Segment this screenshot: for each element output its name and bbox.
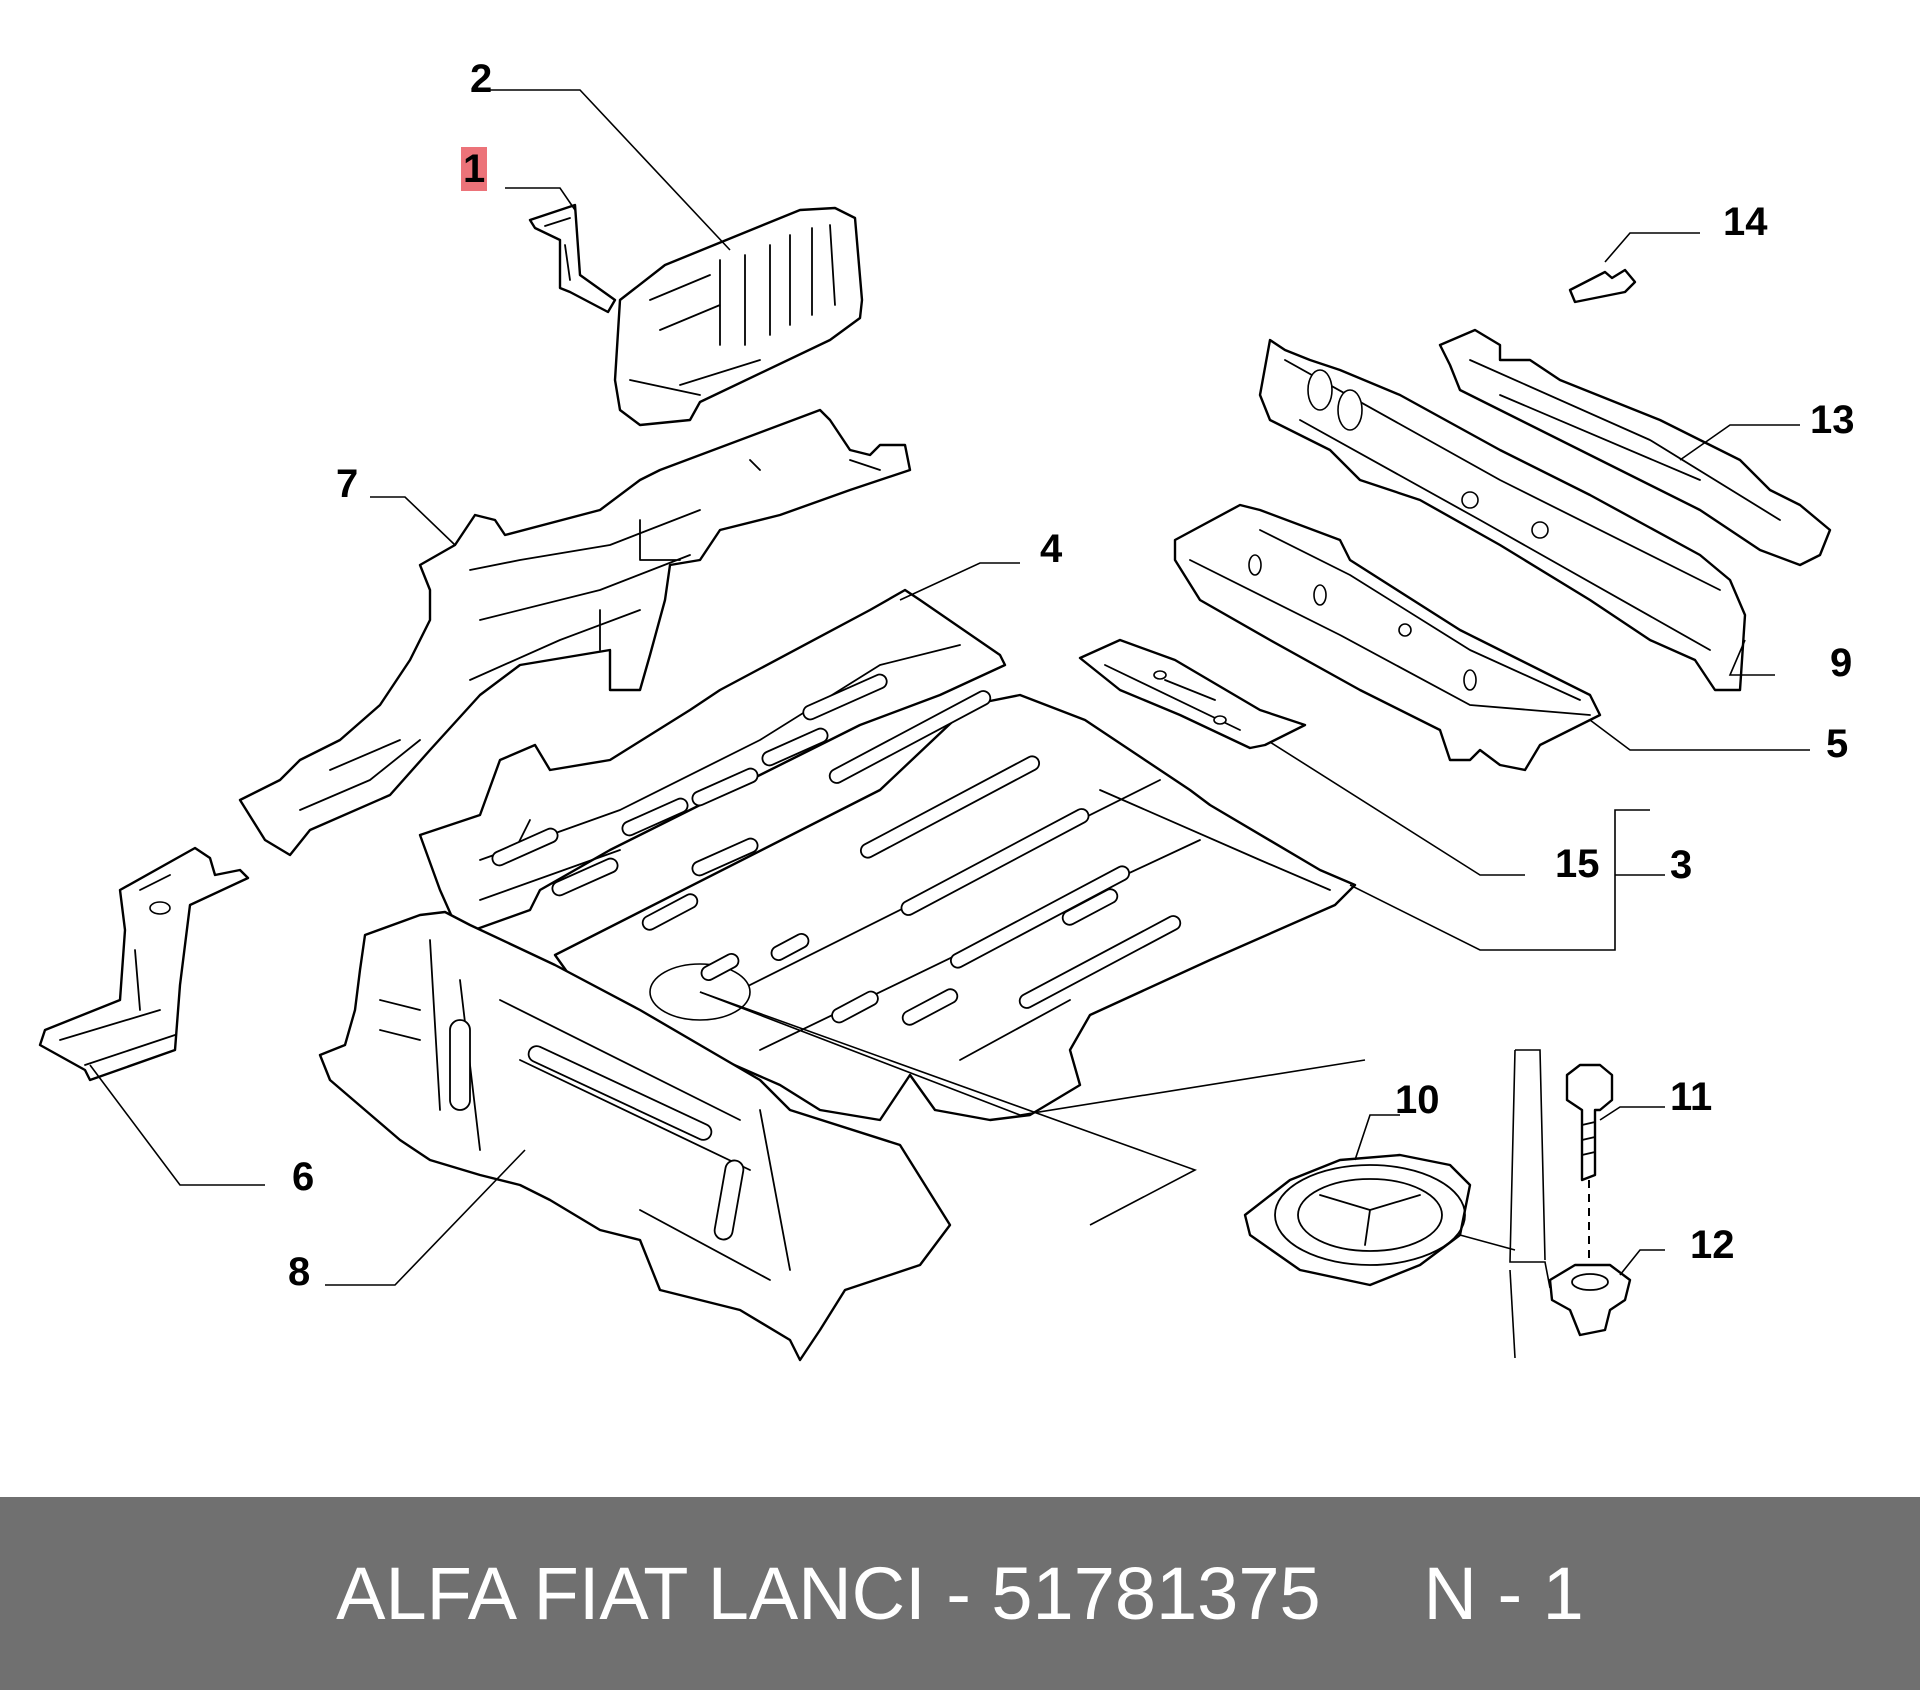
part-9-cross-member[interactable] xyxy=(1258,338,1747,692)
callout-2[interactable]: 2 xyxy=(470,57,493,101)
parts-diagram: 2 1 14 13 7 4 9 5 15 3 11 10 6 12 8 xyxy=(38,57,1855,1362)
part-14-bolt[interactable] xyxy=(1568,268,1637,304)
callout-12[interactable]: 12 xyxy=(1690,1223,1735,1267)
callout-5[interactable]: 5 xyxy=(1826,722,1849,766)
leader-lines xyxy=(89,89,1810,1359)
callout-8[interactable]: 8 xyxy=(288,1250,311,1294)
callout-15[interactable]: 15 xyxy=(1555,842,1600,886)
part-11-bolt[interactable] xyxy=(1565,1063,1614,1182)
part-8-rear-panel[interactable] xyxy=(318,910,952,1362)
callout-1-highlighted[interactable]: 1 xyxy=(461,147,488,191)
part-13-bar[interactable] xyxy=(1438,328,1832,567)
part-4-floor-panel[interactable] xyxy=(418,588,1007,937)
part-6-rail[interactable] xyxy=(38,846,250,1082)
callout-4[interactable]: 4 xyxy=(1040,527,1063,571)
callout-13[interactable]: 13 xyxy=(1810,398,1855,442)
part-7-side-member[interactable] xyxy=(238,408,912,857)
part-12-nut[interactable] xyxy=(1548,1263,1632,1337)
part-1-bracket[interactable] xyxy=(528,203,617,314)
part-10-cover[interactable] xyxy=(1243,1153,1472,1287)
callout-6[interactable]: 6 xyxy=(292,1155,315,1199)
callout-3[interactable]: 3 xyxy=(1670,843,1693,887)
callout-9[interactable]: 9 xyxy=(1830,641,1853,685)
callout-14[interactable]: 14 xyxy=(1723,200,1768,244)
part-5-cross-member[interactable] xyxy=(1173,503,1602,772)
callout-11[interactable]: 11 xyxy=(1670,1075,1713,1119)
callout-10[interactable]: 10 xyxy=(1395,1078,1440,1122)
part-2-panel[interactable] xyxy=(613,206,864,427)
footer-bar: ALFA FIAT LANCI - 51781375 N - 1 xyxy=(0,1497,1920,1690)
footer-caption: ALFA FIAT LANCI - 51781375 N - 1 xyxy=(336,1552,1584,1635)
callout-7[interactable]: 7 xyxy=(336,462,359,506)
part-15-plate[interactable] xyxy=(1078,638,1307,750)
exploded-view-drawing xyxy=(38,89,1832,1362)
